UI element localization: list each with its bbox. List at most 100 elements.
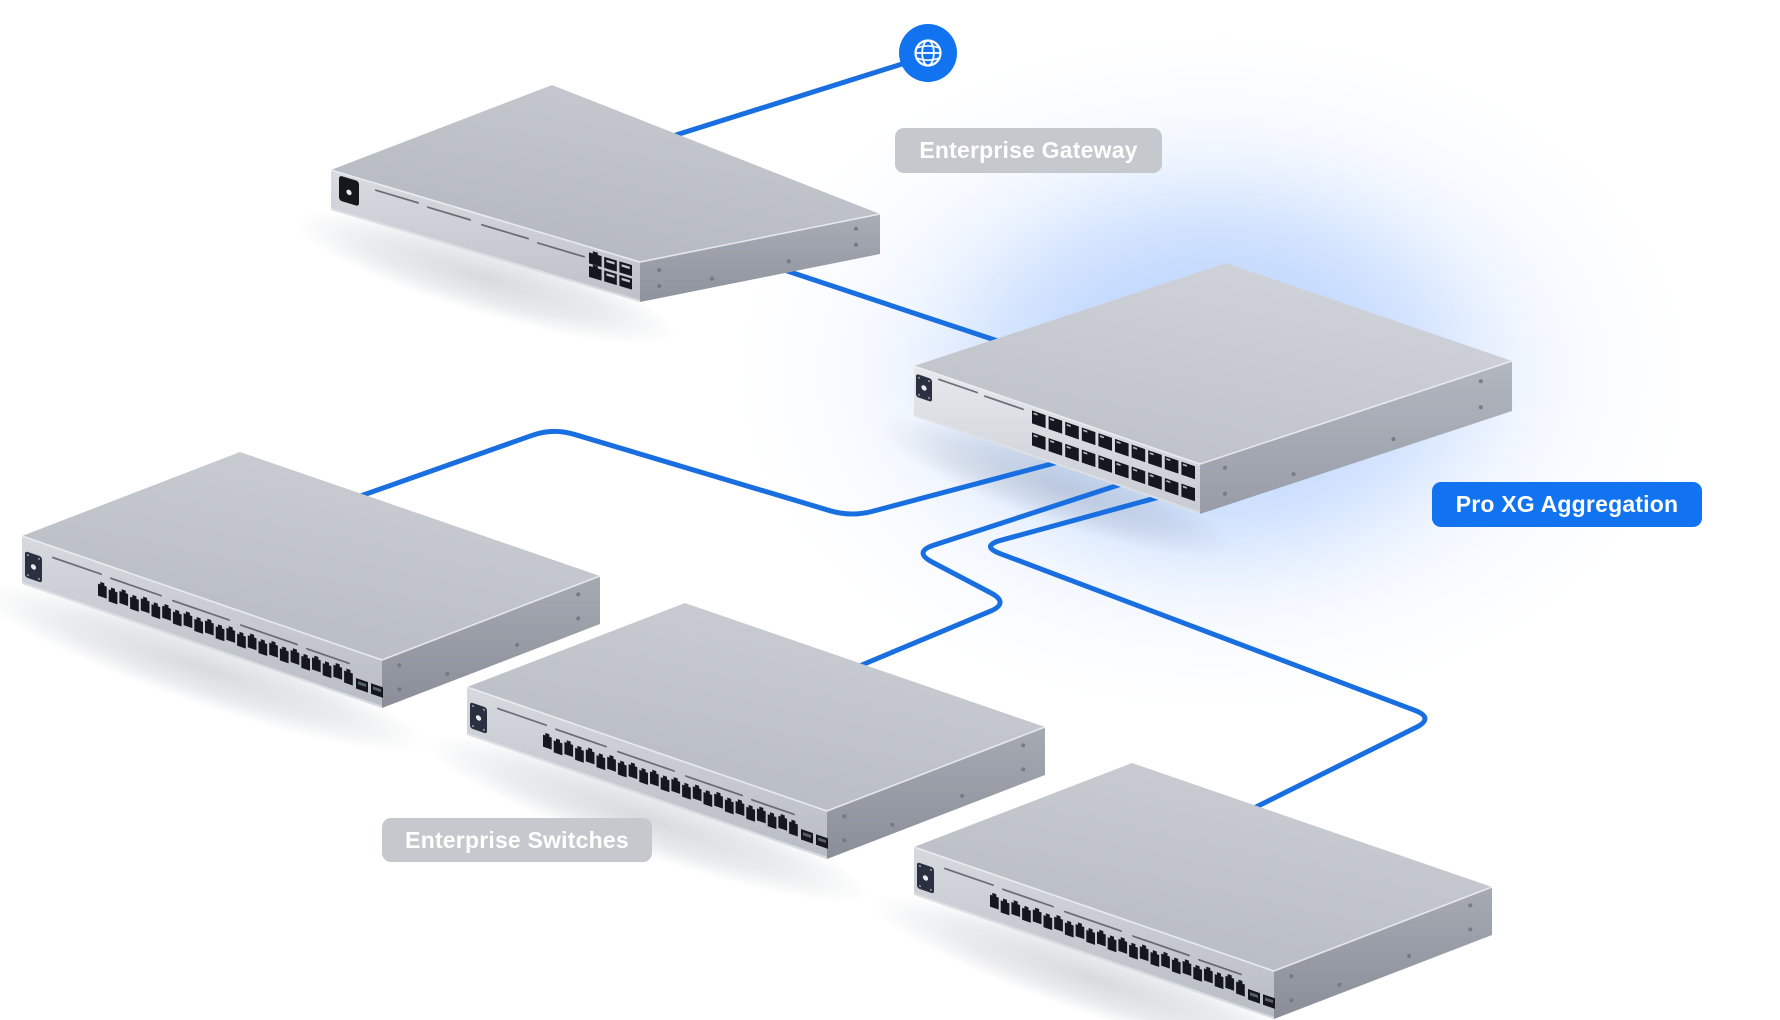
rj45-port xyxy=(735,801,745,817)
rj45-port xyxy=(312,657,321,673)
rj45-port xyxy=(575,747,584,763)
screw-dot xyxy=(960,793,965,798)
rj45-port xyxy=(333,664,343,680)
vent-slit xyxy=(944,867,994,887)
rj45-port xyxy=(1236,981,1245,997)
device-side-face xyxy=(640,214,880,302)
front-face-details xyxy=(467,702,828,859)
enterprise-gateway-device xyxy=(330,85,881,303)
wire-gateway-to-aggregation xyxy=(757,259,1013,348)
device-side-face xyxy=(382,576,600,708)
screw-dot xyxy=(1468,903,1473,908)
rj45-port xyxy=(543,734,552,750)
enterprise-switches-label-text: Enterprise Switches xyxy=(405,826,629,853)
rj45-port xyxy=(1150,951,1160,967)
pro-xg-aggregation-label: Pro XG Aggregation xyxy=(1432,482,1702,527)
vent-slit xyxy=(52,556,102,576)
rj45-port xyxy=(108,589,118,605)
screw-dot xyxy=(657,268,662,273)
enterprise-switch-2-device xyxy=(466,603,1046,859)
screw-dot xyxy=(1021,743,1026,748)
screw-dot xyxy=(842,814,847,819)
rj45-port xyxy=(322,663,332,679)
device-side-face xyxy=(827,727,1045,859)
rj45-port xyxy=(639,769,649,785)
rj45-port xyxy=(205,620,214,636)
screw-dot xyxy=(786,259,791,264)
screw-dot xyxy=(515,642,520,647)
rj45-port xyxy=(564,742,574,758)
rj45-port xyxy=(140,598,150,614)
vent-slit xyxy=(172,599,230,621)
rj45-port xyxy=(226,627,236,643)
rj45-port xyxy=(746,806,755,822)
rj45-port xyxy=(789,821,798,837)
device-top-face xyxy=(914,263,1512,464)
front-face-details xyxy=(22,551,383,708)
screw-dot xyxy=(1478,379,1483,384)
enterprise-gateway-shadow xyxy=(293,211,678,345)
vent-slit xyxy=(1132,935,1190,957)
vent-slit xyxy=(110,577,162,597)
screw-dot xyxy=(1289,974,1294,979)
pro-xg-aggregation-label-text: Pro XG Aggregation xyxy=(1455,491,1679,517)
rj45-port xyxy=(151,604,161,620)
screw-dot xyxy=(1468,927,1473,932)
wire-aggregation-to-switch-right xyxy=(987,487,1428,813)
enterprise-switch-1-device xyxy=(21,452,601,708)
rj45-port xyxy=(1129,944,1138,960)
vent-slit xyxy=(427,206,471,221)
rj45-port xyxy=(596,755,606,771)
rj45-port xyxy=(990,894,999,910)
rj45-port xyxy=(1182,961,1192,977)
rj45-port xyxy=(1214,974,1224,990)
rj45-port xyxy=(237,633,246,649)
rj45-port xyxy=(714,793,723,809)
device-top-face xyxy=(914,763,1492,971)
vent-slit xyxy=(497,707,547,727)
rj45-port xyxy=(1011,902,1021,918)
enterprise-switch-1-shadow xyxy=(0,583,426,753)
vent-slit xyxy=(1064,910,1122,932)
rj45-port xyxy=(628,764,638,780)
rj45-port xyxy=(194,618,204,634)
rj45-port xyxy=(724,799,734,815)
vent-slit xyxy=(617,750,675,772)
rj45-port xyxy=(757,808,766,824)
rj45-port xyxy=(767,814,777,830)
rj45-port xyxy=(607,756,616,772)
vent-slit xyxy=(481,223,529,240)
vent-slit xyxy=(537,242,585,258)
rj45-port xyxy=(279,648,289,664)
screw-dot xyxy=(854,226,858,231)
vent-slit xyxy=(685,775,743,797)
screw-dot xyxy=(1222,465,1227,470)
rj45-port xyxy=(650,771,659,787)
device-top-face xyxy=(331,85,880,262)
rj45-port xyxy=(1225,975,1235,991)
rj45-port xyxy=(585,749,595,765)
enterprise-gateway-label-text: Enterprise Gateway xyxy=(919,137,1138,163)
rj45-port xyxy=(1075,924,1085,940)
screw-dot xyxy=(1391,437,1396,442)
rj45-port xyxy=(258,640,268,656)
screw-dot xyxy=(1222,491,1227,496)
vent-slit xyxy=(240,624,298,646)
rj45-port xyxy=(1032,909,1042,925)
vent-slit xyxy=(751,798,795,816)
device-top-face xyxy=(467,603,1045,811)
screw-dot xyxy=(1407,953,1412,958)
vent-slit xyxy=(306,647,350,665)
screw-dot xyxy=(1021,767,1026,772)
device-side-face xyxy=(1200,361,1512,514)
screw-dot xyxy=(1289,998,1294,1003)
screw-dot xyxy=(657,284,662,289)
rj45-port xyxy=(247,635,257,651)
wire-aggregation-to-switch-middle xyxy=(842,475,1143,675)
rj45-port xyxy=(1043,915,1053,931)
screw-dot xyxy=(710,276,714,281)
screw-dot xyxy=(445,671,450,676)
rj45-port xyxy=(162,605,171,621)
